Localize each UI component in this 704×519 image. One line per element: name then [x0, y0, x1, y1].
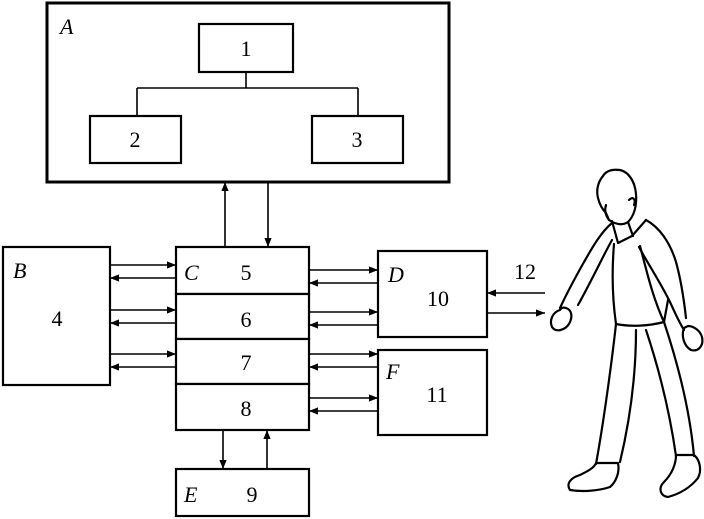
block-c: C 5 6 7 8	[174, 245, 311, 432]
unit-3-box	[310, 114, 405, 165]
block-b-label: B	[13, 258, 26, 283]
block-f-box	[376, 348, 489, 437]
block-c-label: C	[184, 260, 199, 285]
walking-person-icon	[549, 168, 704, 499]
unit-3-label: 3	[352, 127, 363, 152]
block-e: E 9	[174, 467, 311, 518]
block-d-label: D	[387, 262, 404, 287]
unit-4-label: 4	[52, 306, 63, 331]
unit-5-label: 5	[241, 260, 252, 285]
unit-7-label: 7	[241, 350, 252, 375]
block-e-box	[174, 467, 311, 518]
block-a-label: A	[58, 14, 74, 39]
unit-5-box	[174, 245, 311, 296]
block-d: D 10	[376, 249, 489, 339]
unit-10-label: 10	[427, 286, 449, 311]
unit-6-label: 6	[241, 307, 252, 332]
block-b-box	[1, 245, 112, 387]
block-a: A 1 2 3	[45, 1, 451, 184]
block-f: F 11	[376, 348, 489, 437]
block-d-box	[376, 249, 489, 339]
unit-11-label: 11	[426, 382, 447, 407]
unit-2-box	[88, 114, 183, 165]
unit-1-label: 1	[241, 36, 252, 61]
unit-12-label: 12	[514, 259, 536, 284]
unit-8-box	[174, 382, 311, 432]
tree-connector	[136, 72, 359, 116]
unit-8-label: 8	[241, 396, 252, 421]
block-e-label: E	[183, 482, 198, 507]
block-b: B 4	[1, 245, 112, 387]
block-f-label: F	[385, 359, 400, 384]
unit-9-label: 9	[247, 482, 258, 507]
unit-2-label: 2	[130, 127, 141, 152]
